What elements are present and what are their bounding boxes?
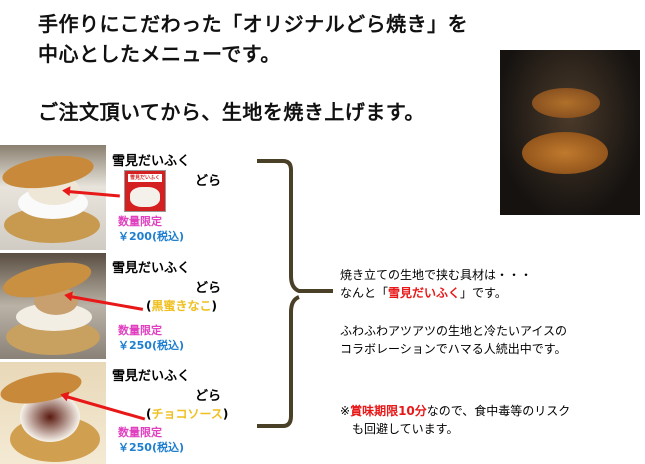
limited-label-1: 数量限定 bbox=[118, 215, 162, 228]
menu-name-2: 雪見だいふく bbox=[112, 261, 191, 276]
heading-line-1: 手作りにこだわった「オリジナルどら焼き」を bbox=[38, 12, 469, 36]
description-paragraph-1: 焼き立ての生地で挟む具材は・・・ なんと「雪見だいふく」です。 bbox=[340, 268, 533, 300]
limited-label-2: 数量限定 bbox=[118, 324, 162, 337]
package-label: 雪見だいふく bbox=[128, 174, 162, 182]
price-3: ￥250(税込) bbox=[118, 441, 185, 454]
dora-photo-3 bbox=[0, 362, 106, 464]
flavor-3: (チョコソース) bbox=[146, 407, 229, 421]
heading-line-3: ご注文頂いてから、生地を焼き上げます。 bbox=[38, 100, 425, 124]
heading-line-2: 中心としたメニューです。 bbox=[38, 42, 281, 66]
dora-photo-2 bbox=[0, 253, 106, 359]
flavor-2: (黒蜜きなこ) bbox=[146, 299, 217, 313]
pancake-large bbox=[522, 132, 608, 174]
description-paragraph-2: ふわふわアツアツの生地と冷たいアイスの コラボレーションでハマる人続出中です。 bbox=[340, 324, 568, 356]
menu-name-1: 雪見だいふく bbox=[112, 154, 191, 169]
limited-label-3: 数量限定 bbox=[118, 426, 162, 439]
price-1: ￥200(税込) bbox=[118, 230, 185, 243]
yukimi-package-icon: 雪見だいふく bbox=[124, 170, 166, 212]
menu-name2-2: どら bbox=[195, 281, 222, 296]
menu-name-3: 雪見だいふく bbox=[112, 369, 191, 384]
description-note: ※賞味期限10分なので、食中毒等のリスク も回避しています。 bbox=[340, 404, 571, 436]
griddle-photo bbox=[500, 50, 640, 215]
dora-photo-1 bbox=[0, 145, 106, 250]
flavor-name-3: チョコソース bbox=[151, 407, 223, 421]
flavor-name-2: 黒蜜きなこ bbox=[151, 299, 212, 313]
curly-bracket bbox=[257, 159, 333, 428]
pancake-small bbox=[532, 88, 600, 118]
price-2: ￥250(税込) bbox=[118, 339, 185, 352]
menu-name2-1: どら bbox=[195, 174, 222, 189]
menu-name2-3: どら bbox=[195, 389, 222, 404]
